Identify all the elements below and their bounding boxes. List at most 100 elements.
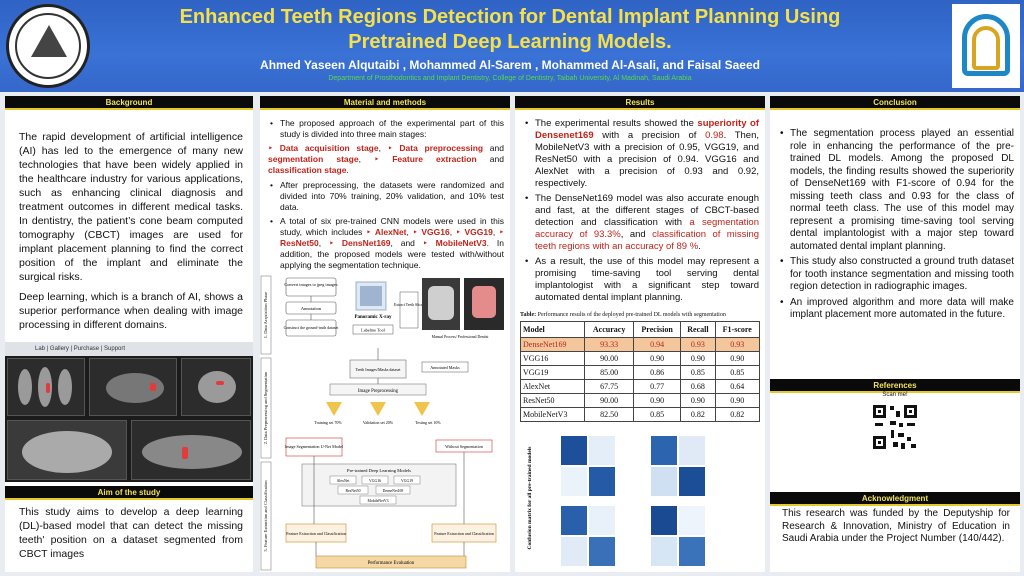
lane-box-1 [260,275,272,355]
box-extract [399,291,419,329]
methods-bullet-preprocessing: After preprocessing, the datasets were r… [268,180,504,213]
table-cell: 0.77 [632,379,682,394]
lane-box-2 [260,357,272,459]
box-m-res [337,485,369,495]
table-cell: 0.68 [680,379,716,394]
lane-label-3: 3. Feature Extraction and Classification [263,480,268,552]
conclusion-heading: Conclusion [770,96,1020,110]
box-m-vgg19 [393,475,421,485]
label-m-mobile: MobileNetV3 [367,499,388,503]
authors: Ahmed Yaseen Alqutaibi , Mohammed Al-Sar… [260,58,760,72]
methods-heading: Material and methods [260,96,510,110]
table-row: MobileNetV3 82.50 0.85 0.82 0.82 [519,407,761,422]
label-convert: Convert images to jpeg images [284,282,338,287]
methods-stages: ‣ Data acquisition stage, ‣ Data preproc… [268,143,504,175]
confusion-matrix-4 [650,505,706,567]
prosthodontic-society-logo [6,4,90,88]
acknowledgment-heading: Acknowledgment [770,492,1020,506]
table-cell: 90.00 [584,351,634,366]
label-m-alex: AlexNet [337,479,351,483]
background-paragraph-1: The rapid development of artificial inte… [19,131,243,283]
cbct-software-screenshot: Lab | Gallery | Purchase | Support [5,342,253,482]
table-row: DenseNet169 93.33 0.94 0.93 0.93 [519,337,761,352]
poster-header: Enhanced Teeth Regions Detection for Den… [0,0,1024,92]
affiliation: Department of Prosthodontics and Implant… [328,75,692,82]
column-background: Background The rapid development of arti… [5,96,253,572]
results-table: Model Accuracy Precision Recall F1-score… [519,321,761,422]
methodology-flow-diagram: 1. Data Acquisition Phase 2. Data Prepro… [260,275,504,571]
arrow-test [414,402,430,416]
background-paragraph-2: Deep learning, which is a branch of AI, … [19,291,243,331]
methods-text: The proposed approach of the experimenta… [268,118,504,274]
ct-view-panoramic [89,358,177,416]
methods-bullet-intro: The proposed approach of the experimenta… [268,118,504,140]
table-cell: DenseNet169 [519,337,586,352]
table-header-row: Model Accuracy Precision Recall F1-score [519,321,761,338]
label-extract: Extract Teeth Slices [394,303,425,307]
label-preprocessing: Image Preprocessing [358,389,399,394]
table-cell: 0.93 [714,337,761,352]
label-test: Testing set 10% [415,420,441,425]
table-cell: 0.90 [632,393,682,408]
background-heading: Background [5,96,253,110]
box-m-alex [329,475,357,485]
title-line-2: Pretrained Deep Learning Models. [348,31,672,53]
table-cell: VGG19 [519,365,586,380]
ct-view-panoramic-2 [131,420,251,480]
title-line-1: Enhanced Teeth Regions Detection for Den… [179,6,841,28]
confusion-matrices: Confusion matrix for all pre-trained mod… [520,431,760,571]
conclusion-bullet-1: The segmentation process played an essen… [778,128,1014,253]
table-header-cell: Accuracy [584,321,634,338]
label-m-vgg16: VGG16 [369,479,381,483]
column-results: Results The experimental results showed … [515,96,765,572]
table-cell: 0.90 [714,393,761,408]
table-caption: Table: Performance results of the deploy… [520,312,726,318]
table-row: AlexNet 67.75 0.77 0.68 0.64 [519,379,761,394]
references-heading: References [770,379,1020,393]
lane-box-3 [260,461,272,571]
column-methods: Material and methods The proposed approa… [260,96,510,572]
table-cell: 0.86 [632,365,682,380]
table-cell: ResNet50 [519,393,586,408]
table-cell: 0.93 [680,337,716,352]
table-header-cell: Model [519,321,586,338]
qr-code[interactable] [871,403,919,451]
university-logo [952,4,1020,88]
label-pretrained: Pre-trained Deep Learning Models [347,468,411,473]
table-cell: MobileNetV3 [519,407,586,422]
table-cell: 82.50 [584,407,634,422]
label-m-vgg19: VGG19 [401,479,413,483]
table-row: VGG19 85.00 0.86 0.85 0.85 [519,365,761,380]
confusion-matrix-1 [560,435,616,497]
table-cell: 0.90 [632,351,682,366]
label-construct: Construct the ground-truth dataset [284,325,340,330]
table-cell: 90.00 [584,393,634,408]
lane-label-1: 1. Data Acquisition Phase [263,292,268,339]
label-labelme: Labelme Tool [361,328,386,333]
label-val: Validation set 20% [363,420,394,425]
label-unet: Image Segmentation U-Net Model [285,444,344,449]
aim-heading: Aim of the study [5,486,253,500]
conclusion-bullet-3: An improved algorithm and more data will… [778,297,1014,322]
label-xray: Panoramic X-ray [354,315,392,320]
software-toolbar: Lab | Gallery | Purchase | Support [5,342,253,356]
arrow-val [370,402,386,416]
ct-view-3d [7,420,127,480]
label-annotation: Annotation [301,306,322,311]
table-cell: 0.85 [680,365,716,380]
box-labelme [352,324,394,335]
label-annotated: Annotated Masks [430,365,460,370]
scan-me-label: Scan me! [882,392,908,398]
acknowledgment-text: This research was funded by the Deputysh… [782,508,1010,544]
box-m-dense [375,485,411,495]
results-bullet-2: The DenseNet169 model was also accurate … [523,193,759,253]
conclusion-bullet-2: This study also constructed a ground tru… [778,256,1014,294]
lane-label-2: 2. Data Preprocessing and Segmentation [263,371,268,445]
table-row: ResNet50 90.00 0.90 0.90 0.90 [519,393,761,408]
results-bullet-1: The experimental results showed the supe… [523,118,759,190]
poster-title: Enhanced Teeth Regions Detection for Den… [110,5,910,55]
box-annotated [421,361,469,373]
table-cell: 0.90 [714,351,761,366]
table-cell: 0.85 [714,365,761,380]
arrow-train [326,402,342,416]
